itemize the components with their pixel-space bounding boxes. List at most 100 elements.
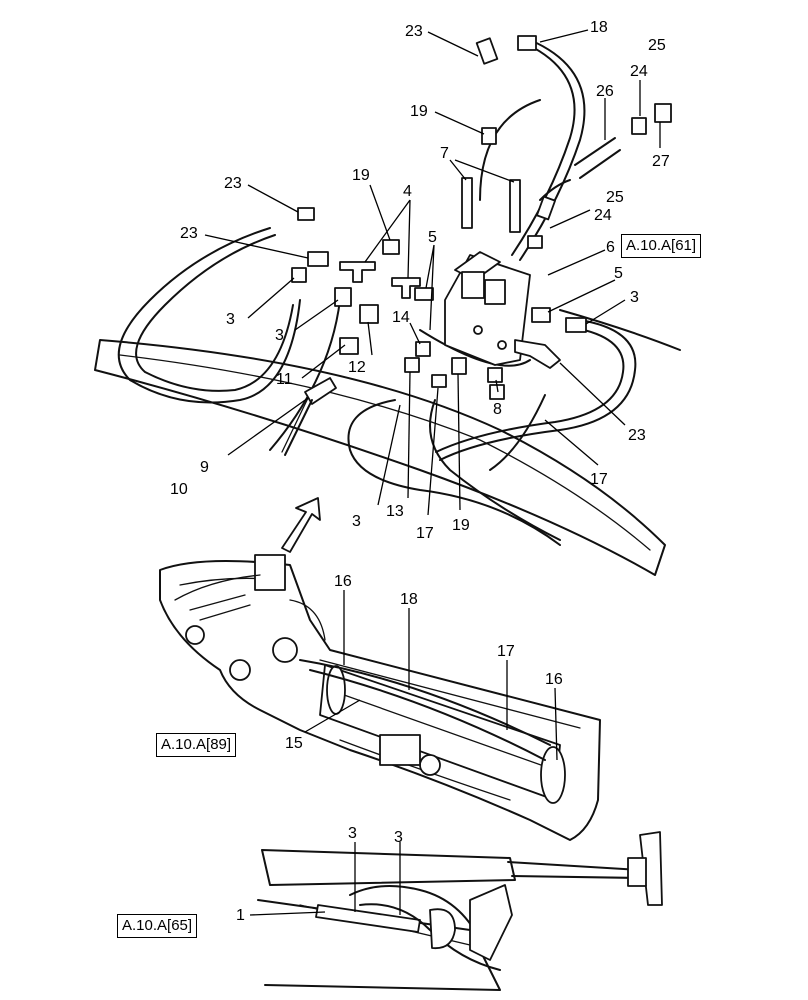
- hose-3-bottom-2: [359, 903, 501, 971]
- hose-17-lower: [429, 399, 561, 541]
- callout-11: 11: [276, 371, 293, 388]
- leader-3d: [377, 404, 401, 506]
- bottom-rod-end: [627, 857, 647, 887]
- leader-13: [407, 371, 411, 499]
- boom-arm-edge: [319, 659, 581, 729]
- fitting-4-tee-left: [339, 261, 376, 283]
- hose-loop-left: [117, 227, 301, 404]
- hose-loop-left-inner: [135, 234, 294, 392]
- fitting-3-left: [291, 267, 307, 283]
- callout-14: 14: [392, 309, 410, 326]
- callout-6: 6: [606, 239, 615, 256]
- callout-23: 23: [180, 225, 198, 242]
- fitting-12: [359, 304, 379, 324]
- callout-10: 10: [170, 481, 188, 498]
- arrow-to-detail: [281, 497, 321, 553]
- cylinder-1: [315, 904, 421, 933]
- leader-15: [304, 699, 361, 733]
- fitting-18-end: [517, 35, 537, 51]
- callout-16: 16: [545, 671, 563, 688]
- callout-3: 3: [275, 327, 284, 344]
- callout-3: 3: [352, 513, 361, 530]
- callout-27: 27: [652, 153, 670, 170]
- fitting-24: [631, 117, 647, 135]
- leader-19b: [369, 184, 391, 241]
- hose-26: [574, 137, 616, 166]
- callout-16: 16: [334, 573, 352, 590]
- leader-lines-top: [204, 29, 661, 516]
- hose-right-loop: [439, 319, 637, 461]
- hose-right-loop-inner: [435, 327, 625, 453]
- fitting-8: [487, 367, 503, 383]
- valve-port: [497, 340, 507, 350]
- reference-box-65[interactable]: A.10.A[65]: [117, 914, 198, 938]
- rod-10-edge: [281, 397, 309, 453]
- bottom-bracket: [469, 884, 513, 961]
- cylinder-15-midline: [329, 689, 556, 771]
- leader-23b: [247, 184, 299, 213]
- hose-17-right: [489, 394, 546, 471]
- callout-1: 1: [236, 907, 245, 924]
- callout-17: 17: [416, 525, 434, 542]
- leader-4: [364, 199, 411, 279]
- hose-3-bottom: [349, 885, 481, 941]
- valve-solenoid-1: [461, 271, 485, 299]
- boom-frame-outline: [94, 339, 666, 576]
- callout-25: 25: [606, 189, 624, 206]
- callouts-top: 23 18 25 24 26 27 19 7 25 24 23 19 4 23 …: [170, 19, 670, 542]
- leader-24b: [549, 209, 591, 229]
- fitting-24-small: [527, 235, 543, 249]
- fitting-27: [654, 103, 672, 123]
- rod-10: [284, 399, 313, 456]
- callout-5: 5: [614, 265, 623, 282]
- leader-6: [547, 249, 606, 276]
- leader-19a: [434, 111, 485, 135]
- middle-assembly-view: 16 18 17 16 15: [159, 554, 601, 841]
- callout-17: 17: [497, 643, 515, 660]
- fitting-5-right: [531, 307, 551, 323]
- leader-8: [495, 379, 499, 393]
- leader-23c: [204, 234, 309, 259]
- callout-3: 3: [394, 829, 403, 846]
- callout-19: 19: [452, 517, 470, 534]
- boom-bracket: [379, 734, 421, 766]
- reference-box-89[interactable]: A.10.A[89]: [156, 733, 237, 757]
- callout-23: 23: [224, 175, 242, 192]
- pivot-pin: [272, 637, 298, 663]
- fittings: [281, 35, 672, 456]
- callout-4: 4: [403, 183, 412, 200]
- leader-5b: [547, 279, 616, 313]
- callout-17: 17: [590, 471, 608, 488]
- fitting-4-tee-right: [391, 277, 421, 299]
- callout-3: 3: [226, 311, 235, 328]
- fitting-3-right: [565, 317, 587, 333]
- valve-port: [473, 325, 483, 335]
- valve-solenoid-2: [484, 279, 506, 305]
- fitting-14: [415, 341, 431, 357]
- bottom-frame-top: [261, 849, 516, 886]
- leader-9: [227, 397, 309, 456]
- fitting-17-mid: [431, 374, 447, 388]
- callout-23: 23: [628, 427, 646, 444]
- leader-3b: [247, 277, 295, 319]
- cylinder-15-base: [326, 665, 346, 715]
- boom-hole: [419, 754, 441, 776]
- callout-18: 18: [590, 19, 608, 36]
- leader-3c: [294, 299, 339, 331]
- callout-5: 5: [428, 229, 437, 246]
- valve-block: [444, 251, 531, 366]
- fitting-7-tube-right: [509, 179, 521, 233]
- callout-24: 24: [630, 63, 648, 80]
- cylinder-15-cap: [540, 746, 566, 804]
- bottom-valve: [429, 908, 456, 950]
- hose-3-lower: [269, 299, 341, 451]
- reference-box-61[interactable]: A.10.A[61]: [621, 234, 702, 258]
- leader-19c: [457, 373, 461, 511]
- callout-19: 19: [410, 103, 428, 120]
- leader-1: [249, 911, 326, 916]
- callout-13: 13: [386, 503, 404, 520]
- fitting-11: [339, 337, 359, 355]
- leader-23d: [559, 362, 626, 426]
- hose-right-end: [559, 309, 681, 351]
